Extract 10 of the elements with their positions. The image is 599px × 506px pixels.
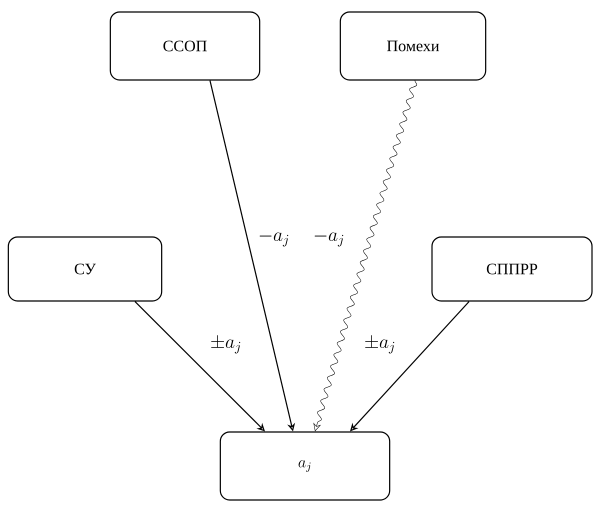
process-box: СУ (8, 236, 162, 302)
process-box: СППРР (431, 236, 593, 302)
edge-label: $-a_j$ (312, 228, 346, 248)
edge-label: $\pm a_j$ (362, 335, 398, 355)
edge-label: $-a_j$ (256, 228, 292, 248)
arrow (134, 301, 265, 432)
edge-label: $\pm a_j$ (208, 335, 244, 355)
process-box: $a_j$ (220, 431, 390, 501)
process-box: Помехи (340, 11, 486, 81)
process-box: ССОП (110, 11, 260, 81)
